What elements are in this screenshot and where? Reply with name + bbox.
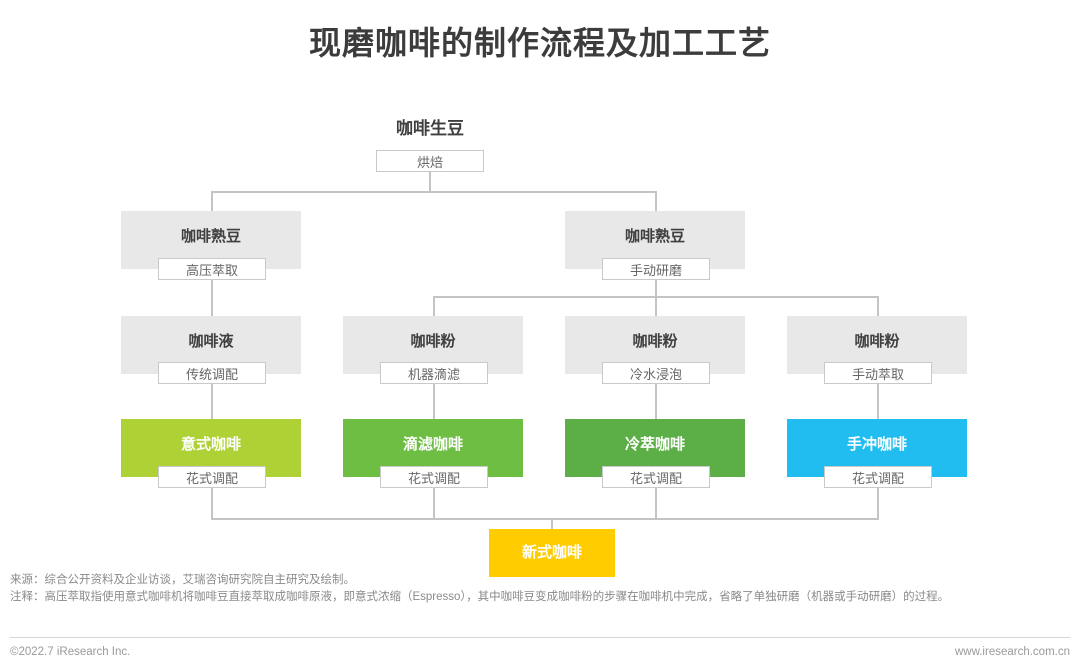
connector-root-bar	[211, 191, 657, 193]
process-manual-extraction: 手动萃取	[824, 362, 932, 384]
process-fancy-blending-1: 花式调配	[158, 466, 266, 488]
note-annotation: 注释：高压萃取指使用意式咖啡机将咖啡豆直接萃取成咖啡原液，即意式浓缩（Espre…	[10, 590, 950, 603]
process-traditional-blending: 传统调配	[158, 362, 266, 384]
process-cold-water-soak: 冷水浸泡	[602, 362, 710, 384]
connector-to-l2-right	[655, 191, 657, 211]
connector-l4b-down	[433, 488, 435, 518]
connector-l3c-to-l4c	[655, 384, 657, 419]
node-coffee-powder-1: 咖啡粉	[343, 316, 523, 374]
node-cold-brew-coffee: 冷萃咖啡	[565, 419, 745, 477]
note-source: 来源：综合公开资料及企业访谈，艾瑞咨询研究院自主研究及绘制。	[10, 574, 355, 586]
process-roasting: 烘焙	[376, 150, 484, 172]
notes-block: 来源：综合公开资料及企业访谈，艾瑞咨询研究院自主研究及绘制。 注释：高压萃取指使…	[10, 572, 1072, 605]
connector-l4c-down	[655, 488, 657, 518]
connector-root-down	[429, 172, 431, 191]
process-fancy-blending-4: 花式调配	[824, 466, 932, 488]
process-machine-drip: 机器滴滤	[380, 362, 488, 384]
process-fancy-blending-3: 花式调配	[602, 466, 710, 488]
connector-to-l3-c	[655, 296, 657, 316]
page-footer: ©2022.7 iResearch Inc. www.iresearch.com…	[10, 646, 1070, 658]
connector-to-l2-left	[211, 191, 213, 211]
connector-l2right-down	[655, 280, 657, 296]
footer-divider	[10, 637, 1070, 638]
process-high-pressure-extraction: 高压萃取	[158, 258, 266, 280]
page-title: 现磨咖啡的制作流程及加工工艺	[308, 25, 771, 61]
connector-merge-bar	[211, 518, 879, 520]
connector-l3d-to-l4d	[877, 384, 879, 419]
node-root-green-bean: 咖啡生豆	[396, 119, 464, 138]
connector-l3a-to-l4a	[211, 384, 213, 419]
connector-l4a-down	[211, 488, 213, 518]
connector-l3b-to-l4b	[433, 384, 435, 419]
process-fancy-blending-2: 花式调配	[380, 466, 488, 488]
connector-merge-down	[551, 518, 553, 533]
connector-to-l3-d	[877, 296, 879, 316]
connector-l2left-to-l3	[211, 280, 213, 316]
node-new-style-coffee: 新式咖啡	[489, 529, 615, 577]
connector-l4d-down	[877, 488, 879, 518]
footer-copyright: ©2022.7 iResearch Inc.	[10, 646, 131, 658]
connector-to-l3-b	[433, 296, 435, 316]
footer-website[interactable]: www.iresearch.com.cn	[954, 646, 1070, 658]
node-pour-over-coffee: 手冲咖啡	[787, 419, 967, 477]
process-flow-diagram: 咖啡生豆 烘焙 咖啡熟豆 高压萃取 咖啡熟豆 手动研磨 咖啡液 传统调配 咖啡粉…	[121, 119, 967, 577]
process-manual-grinding: 手动研磨	[602, 258, 710, 280]
